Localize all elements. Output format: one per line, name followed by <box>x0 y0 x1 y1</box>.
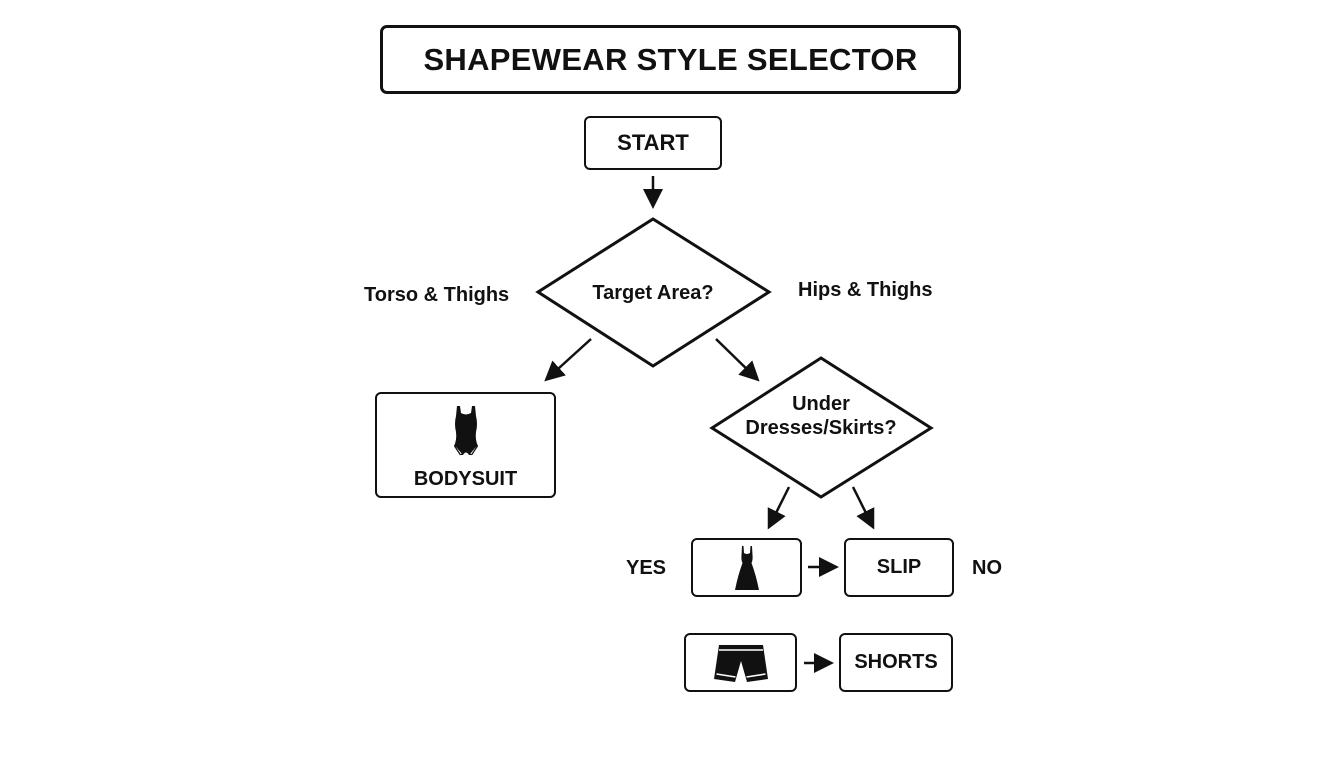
edge-label-no: NO <box>972 557 1002 579</box>
decision-under-dresses-line-1: Under <box>792 393 850 415</box>
page-title: SHAPEWEAR STYLE SELECTOR <box>380 25 961 94</box>
dress-node <box>691 538 802 597</box>
result-slip: SLIP <box>844 538 954 597</box>
start-node: START <box>584 116 722 170</box>
edge-label-yes: YES <box>626 557 667 579</box>
shorts-node <box>684 633 797 692</box>
arrow-under-dresses-to-dress <box>767 486 791 530</box>
dress-icon <box>734 545 759 590</box>
arrow-target-to-under-dresses <box>715 338 760 382</box>
edge-label-torso-thighs: Torso & Thighs <box>364 284 510 306</box>
edge-label-hips-thighs: Hips & Thighs <box>798 279 933 301</box>
bodysuit-icon <box>453 405 478 455</box>
result-bodysuit: BODYSUIT <box>375 392 556 498</box>
arrow-under-dresses-to-slip <box>851 486 875 530</box>
arrow-target-to-bodysuit <box>544 338 592 382</box>
decision-under-dresses-shape <box>709 356 934 499</box>
result-bodysuit-label: BODYSUIT <box>413 467 518 490</box>
result-shorts: SHORTS <box>839 633 953 692</box>
decision-under-dresses-label: Under Dresses/Skirts? <box>721 392 921 440</box>
decision-target-area-label: Target Area? <box>592 282 714 304</box>
decision-target-area-shape <box>535 217 772 368</box>
shorts-icon <box>713 644 768 682</box>
decision-under-dresses-line-2: Dresses/Skirts? <box>745 417 897 439</box>
